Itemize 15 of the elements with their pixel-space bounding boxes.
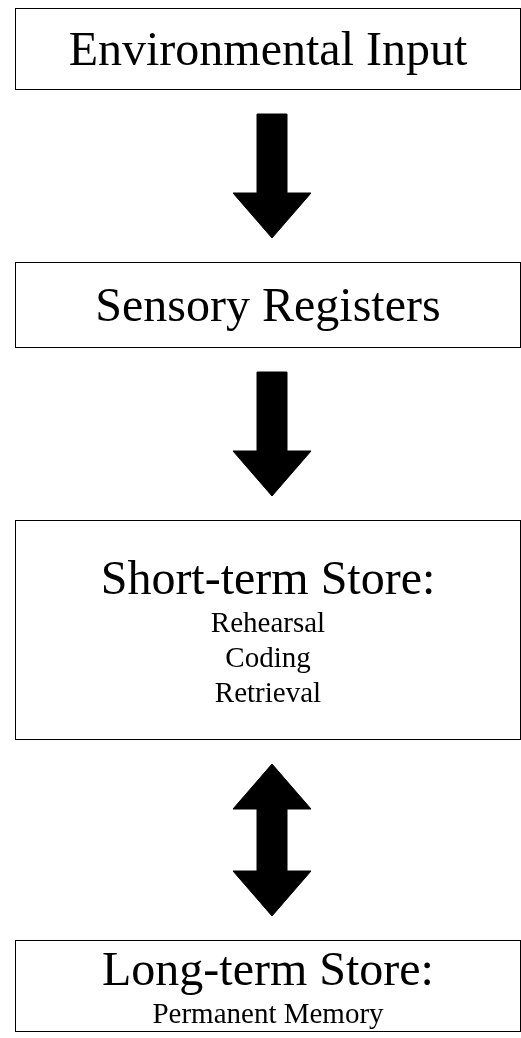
process-box: [15, 262, 521, 348]
box-text: Retrieval: [214, 675, 322, 710]
arrow: [232, 113, 312, 239]
arrow: [232, 371, 312, 497]
box-heading: Sensory Registers: [95, 277, 441, 333]
box-text: Permanent Memory: [152, 996, 384, 1031]
box-heading: Short-term Store:: [100, 550, 436, 606]
box-text: Rehearsal: [210, 605, 326, 641]
process-box: [15, 940, 521, 1032]
box-heading: Long-term Store:: [102, 941, 434, 997]
box-text: Coding: [225, 640, 311, 675]
process-box: [15, 8, 521, 90]
process-box: [15, 520, 521, 740]
arrow: [232, 763, 312, 917]
box-heading: Environmental Input: [68, 21, 468, 77]
